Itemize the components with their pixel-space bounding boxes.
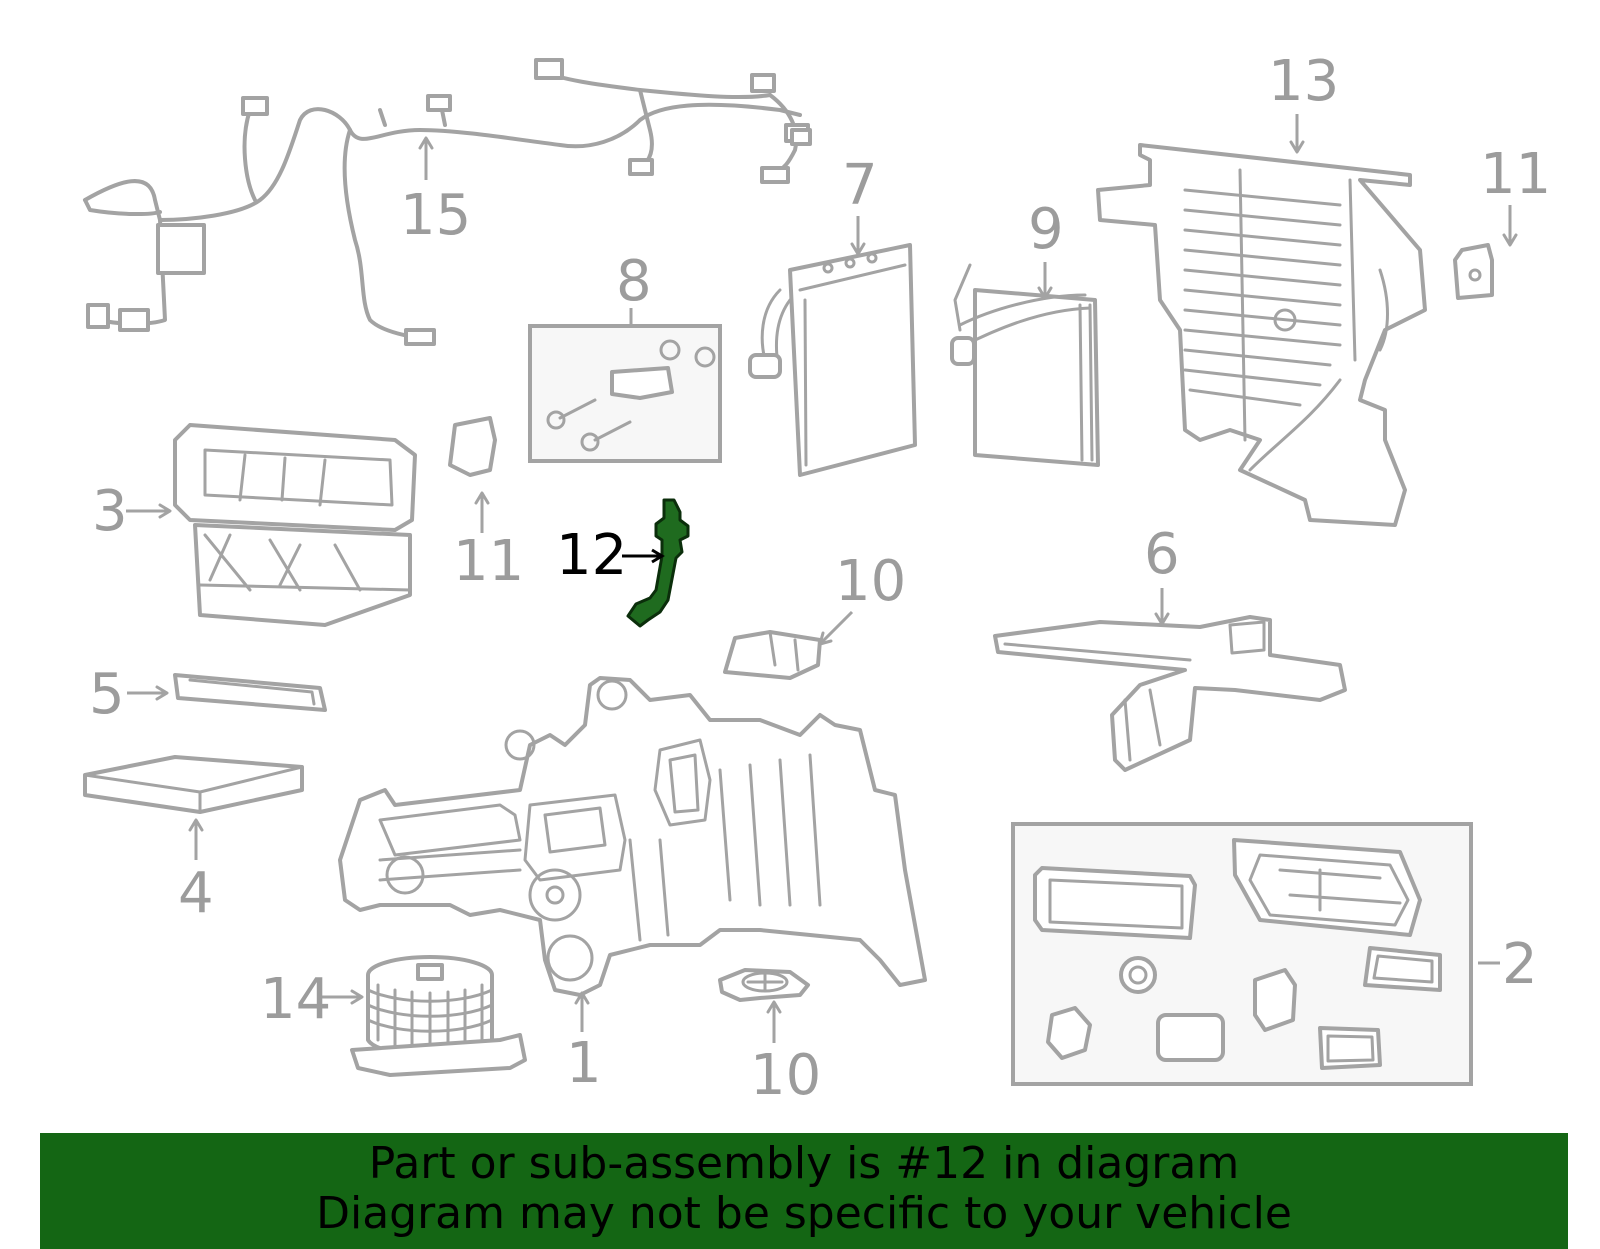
callout-9: 9 (1028, 197, 1064, 262)
callout-10-lower: 10 (750, 1043, 821, 1108)
part-11-sensor-right[interactable] (1453, 243, 1494, 300)
part-11-sensor-left[interactable] (448, 416, 497, 477)
part-7-evaporator[interactable] (748, 243, 917, 477)
callout-11-right: 11 (1480, 142, 1551, 207)
part-9-heater-core[interactable] (950, 263, 1100, 467)
part-5-filter-door[interactable] (173, 673, 327, 712)
callout-1: 1 (566, 1031, 602, 1096)
part-10-bracket-upper[interactable] (723, 630, 822, 680)
banner-line-2: Diagram may not be specific to your vehi… (316, 1188, 1292, 1239)
leader-lines (126, 114, 1518, 1043)
part-12-sensor-highlighted[interactable] (626, 498, 690, 628)
part-6-duct[interactable] (993, 615, 1347, 772)
callout-15: 15 (400, 183, 471, 248)
part-15-wiring-harness[interactable] (83, 58, 812, 346)
part-13-hvac-housing[interactable] (1096, 143, 1427, 527)
callout-5: 5 (89, 662, 125, 727)
callout-6: 6 (1144, 522, 1180, 587)
part-1-hvac-case[interactable] (338, 676, 927, 997)
part-8-hardware-kit[interactable] (528, 324, 722, 463)
callout-14: 14 (260, 967, 331, 1032)
callout-3: 3 (92, 479, 128, 544)
callout-12: 12 (556, 523, 627, 588)
banner-line-1: Part or sub-assembly is #12 in diagram (368, 1138, 1240, 1189)
part-14-blower-motor[interactable] (350, 955, 527, 1077)
callout-10-upper: 10 (835, 549, 906, 614)
info-banner: Part or sub-assembly is #12 in diagram D… (40, 1133, 1568, 1249)
callout-2: 2 (1502, 932, 1538, 997)
part-10-bracket-lower[interactable] (718, 968, 810, 1002)
callout-labels: 1 2 3 4 5 6 7 8 9 10 10 11 11 12 13 14 1… (89, 49, 1551, 1108)
part-3-blower-housing[interactable] (173, 423, 417, 627)
callout-4: 4 (178, 861, 214, 926)
callout-11-left: 11 (453, 529, 524, 594)
part-4-cabin-air-filter[interactable] (83, 755, 304, 814)
callout-7: 7 (842, 153, 878, 218)
callout-8: 8 (616, 249, 652, 314)
callout-13: 13 (1268, 49, 1339, 114)
part-2-seal-kit[interactable] (1011, 822, 1473, 1086)
